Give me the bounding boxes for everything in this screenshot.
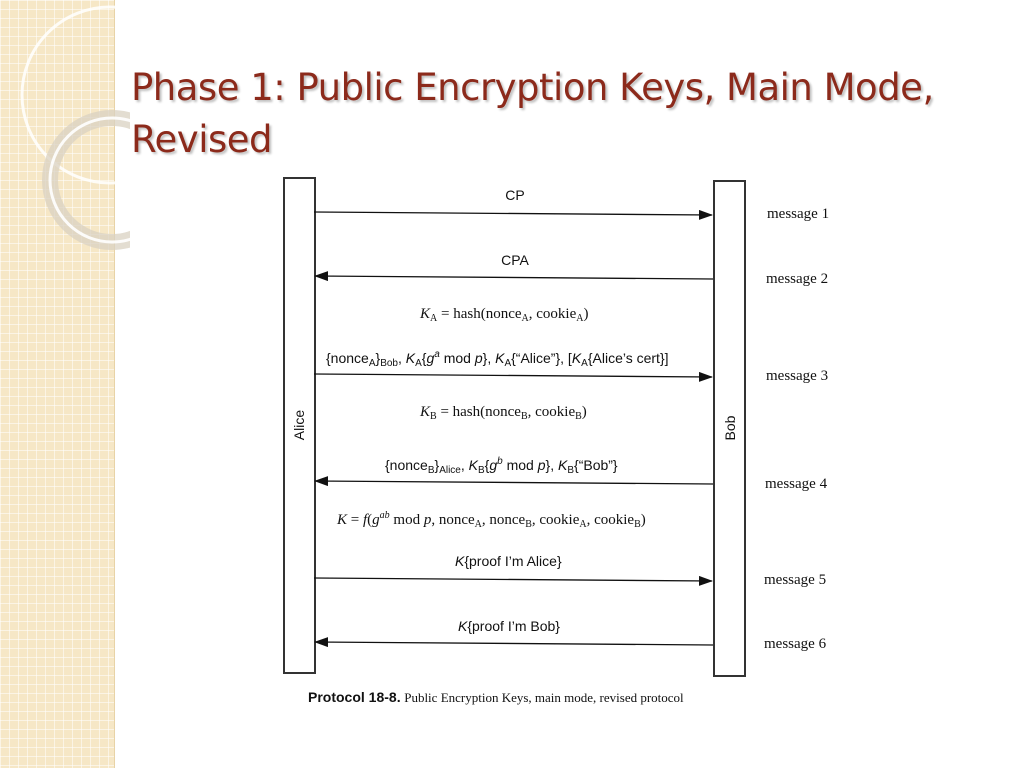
arrow-message-5: [313, 575, 713, 586]
arrow-message-6: [314, 637, 714, 648]
caption-text: Public Encryption Keys, main mode, revis…: [404, 690, 684, 705]
slide-title-line-2: Revised: [131, 118, 273, 161]
decorative-rings: [20, 5, 130, 250]
message-5-number: message 5: [764, 572, 827, 588]
arrow-message-1: [313, 209, 713, 220]
message-4-label: {nonceB}Alice, KB{gb mod p}, KB{“Bob”}: [385, 456, 618, 476]
message-1-number: message 1: [767, 206, 830, 222]
message-3-number: message 3: [766, 368, 829, 384]
caption-label: Protocol 18-8.: [308, 689, 401, 705]
formula-k: K = f(gab mod p, nonceA, nonceB, cookieA…: [337, 510, 646, 530]
arrow-message-4: [314, 476, 714, 487]
message-4-number: message 4: [765, 476, 828, 492]
arrow-message-2: [314, 271, 714, 282]
message-2-label: CPA: [501, 252, 529, 268]
message-6-label: K{proof I’m Bob}: [458, 618, 560, 634]
alice-lifeline: [283, 177, 316, 674]
formula-ka: KA = hash(nonceA, cookieA): [420, 306, 589, 324]
slide-title: Phase 1: Public Encryption Keys, Main Mo…: [131, 62, 991, 166]
formula-kb: KB = hash(nonceB, cookieB): [420, 404, 587, 422]
figure-caption: Protocol 18-8. Public Encryption Keys, m…: [308, 689, 684, 706]
message-2-number: message 2: [766, 271, 829, 287]
message-5-label: K{proof I’m Alice}: [455, 553, 562, 569]
bob-lifeline: [713, 180, 746, 677]
arrow-message-3: [313, 371, 713, 382]
message-1-label: CP: [505, 187, 525, 203]
slide-title-line-1: Phase 1: Public Encryption Keys, Main Mo…: [131, 66, 934, 109]
message-3-label: {nonceA}Bob, KA{ga mod p}, KA{“Alice”}, …: [326, 349, 669, 369]
message-6-number: message 6: [764, 636, 827, 652]
